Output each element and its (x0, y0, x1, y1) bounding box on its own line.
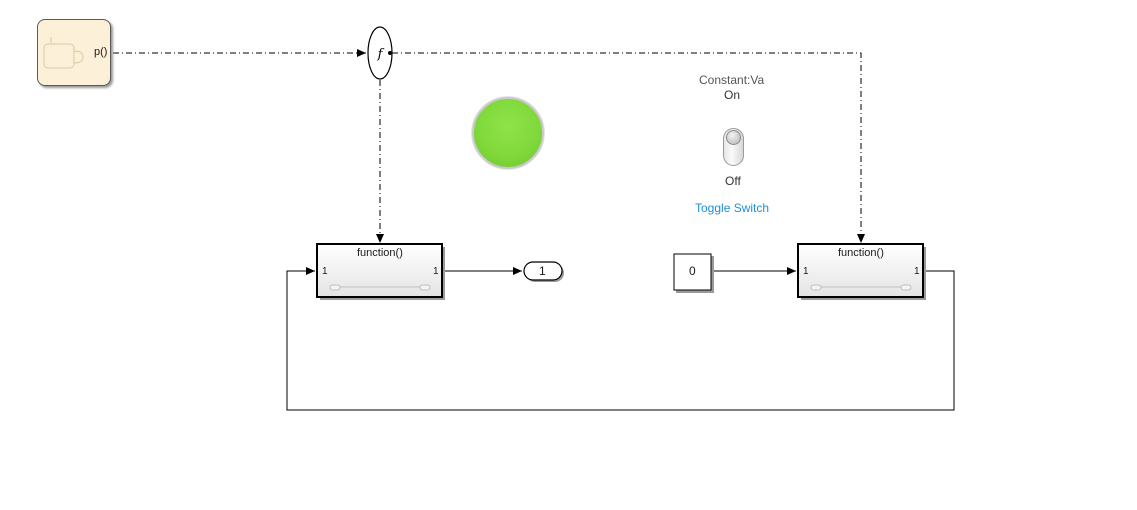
left-subsystem-out-port: 1 (433, 266, 439, 277)
feedback-loop-line[interactable] (286, 267, 955, 411)
left-subsystem-title: function() (357, 247, 403, 259)
caller-to-right-subsystem-line[interactable] (392, 52, 865, 243)
caller-output-dot (388, 51, 392, 55)
left-subsystem-in-port: 1 (322, 266, 328, 277)
toggle-switch-name[interactable]: Toggle Switch (695, 201, 770, 215)
toggle-off-label: Off (725, 174, 741, 188)
toggle-switch-knob[interactable] (726, 130, 741, 145)
outport-label: 1 (539, 264, 546, 278)
signal-lines (286, 267, 955, 411)
constant-block[interactable] (673, 253, 714, 293)
right-subsystem-title: function() (838, 247, 884, 259)
lamp-indicator[interactable] (472, 97, 544, 169)
right-function-subsystem[interactable] (797, 243, 926, 300)
right-subsystem-in-port: 1 (803, 266, 809, 277)
function-call-lines (113, 49, 865, 243)
outport-block[interactable] (523, 261, 564, 282)
toggle-on-label: On (724, 88, 741, 102)
left-function-subsystem[interactable] (316, 243, 445, 300)
toggle-top-label: Constant:Va (699, 73, 765, 87)
right-subsystem-out-port: 1 (914, 266, 920, 277)
chart-port-label: p() (94, 46, 108, 58)
constant-value: 0 (689, 264, 696, 278)
caller-symbol: f (377, 47, 385, 62)
